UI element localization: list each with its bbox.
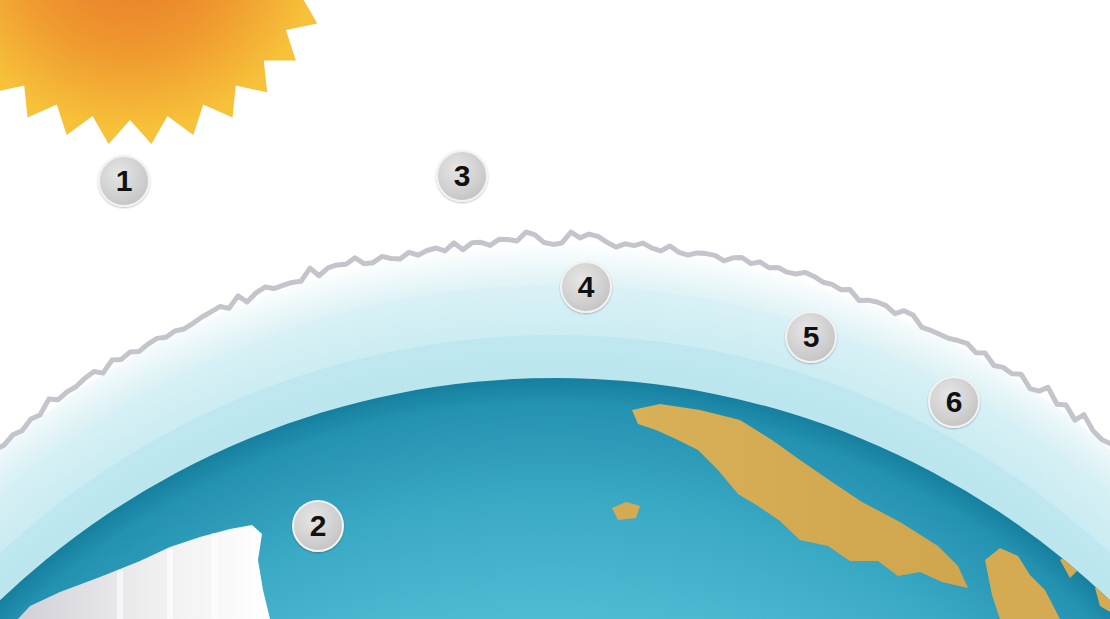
island (1095, 580, 1110, 612)
callout-number: 1 (116, 166, 133, 196)
callout-badge: 2 (292, 500, 344, 552)
callout-badge: 6 (928, 376, 980, 428)
sun-disc (0, 0, 335, 144)
callout-badge: 1 (98, 155, 150, 207)
callout-number: 6 (946, 387, 963, 417)
ice-sheet (18, 525, 270, 619)
island (1060, 552, 1082, 578)
land-mass (632, 404, 968, 588)
ice-stripes (120, 533, 215, 619)
land-mass (985, 548, 1060, 619)
callout-number: 5 (803, 322, 820, 352)
callout-badge: 3 (436, 150, 488, 202)
callout-number: 4 (578, 272, 595, 302)
callout-number: 2 (310, 511, 327, 541)
callout-badge: 5 (785, 311, 837, 363)
sun (0, 0, 335, 144)
callout-badge: 4 (560, 261, 612, 313)
island (612, 502, 640, 520)
callout-number: 3 (454, 161, 471, 191)
